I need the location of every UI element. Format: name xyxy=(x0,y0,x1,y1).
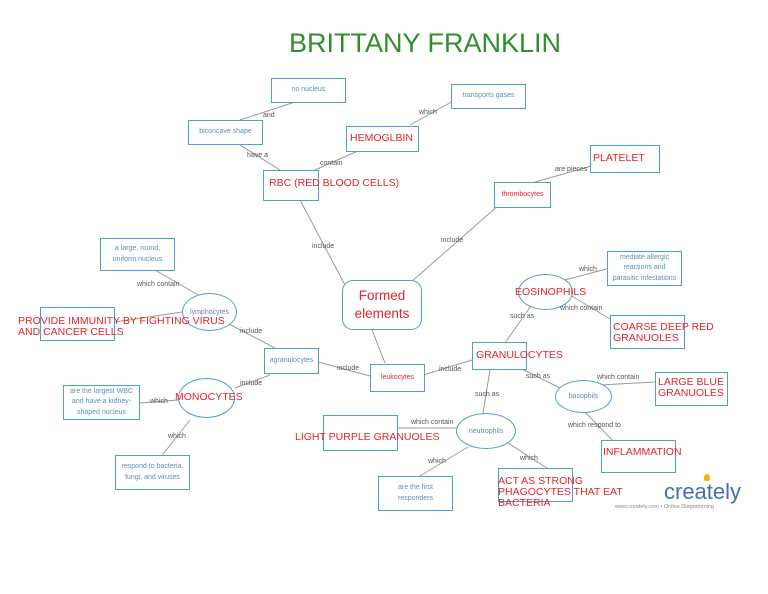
node-eosinophils[interactable] xyxy=(518,274,573,310)
link-label-which-hemoglbin: which xyxy=(419,109,437,116)
creately-logo: creately xyxy=(664,479,742,504)
line-leukocytes-granulocytes xyxy=(419,359,473,377)
line-agranulocytes-monocytes xyxy=(234,374,271,389)
node-large-blue[interactable] xyxy=(655,372,728,406)
node-monocytes[interactable] xyxy=(178,378,235,418)
line-granulocytes-basophils xyxy=(519,367,561,389)
line-neutrophils-first xyxy=(419,446,469,477)
link-label-which-mono-left: which xyxy=(150,398,168,405)
link-label-which-mono-down: which xyxy=(168,433,186,440)
node-mediate-allergic[interactable]: mediate allergic reactions and parasitic… xyxy=(607,251,682,286)
link-label-have-a: have a xyxy=(247,152,269,159)
line-eosinophils-mediate xyxy=(564,267,611,281)
link-label-include-leuko: include xyxy=(337,365,360,372)
node-basophils[interactable]: basophils xyxy=(555,380,612,413)
link-label-such-as-eosin: such as xyxy=(510,313,535,320)
line-monocytes-respond xyxy=(159,419,191,459)
node-granulocytes[interactable] xyxy=(472,342,527,370)
link-label-include-mono: include xyxy=(240,380,263,387)
line-lymphocytes-immunity xyxy=(114,311,183,323)
node-lymphocytes[interactable]: lymphocytes xyxy=(182,293,237,331)
node-coarse-deep-red[interactable] xyxy=(610,315,685,349)
line-formed-rbc xyxy=(299,199,346,286)
line-thrombocytes-platelet xyxy=(534,164,596,183)
node-thrombocytes[interactable]: thrombocytes xyxy=(494,182,551,208)
line-basophils-inflammation xyxy=(582,409,616,444)
node-no-nucleus[interactable]: no nucleus xyxy=(271,78,346,103)
link-label-which-contain-baso: which contain xyxy=(597,374,640,381)
node-platelet[interactable] xyxy=(590,145,660,173)
link-label-include-rbc: include xyxy=(312,243,335,250)
node-monocytes-label: MONOCYTES xyxy=(175,391,243,403)
link-label-which-contain-lymph: which contain xyxy=(137,281,180,288)
node-inflammation[interactable] xyxy=(601,440,676,473)
link-label-which-neutro-right: which xyxy=(520,455,538,462)
line-neutrophils-act xyxy=(507,442,551,471)
node-light-purple[interactable] xyxy=(323,415,398,451)
node-provide-immunity[interactable] xyxy=(40,307,115,341)
node-coarse-deep-red-label: COARSE DEEP RED GRANUOLES xyxy=(613,321,714,345)
node-eosinophils-label: EOSINOPHILS xyxy=(515,286,587,298)
link-label-include-lymph: include xyxy=(240,328,263,335)
line-formed-thrombocytes xyxy=(409,203,501,284)
node-transports-gases[interactable]: transports gases xyxy=(451,84,526,109)
page-title: BRITTANY FRANKLIN xyxy=(288,28,562,58)
node-largest-wbc[interactable]: are the largest WBC and have a kidney-sh… xyxy=(63,385,140,420)
line-formed-leukocytes xyxy=(371,329,386,364)
line-rbc-hemoglbin xyxy=(314,149,361,171)
line-lymphocytes-large-round xyxy=(154,269,201,297)
node-inflammation-label: INFLAMMATION xyxy=(603,446,682,458)
link-label-and: and xyxy=(263,112,275,119)
link-label-such-as-neutro: such as xyxy=(475,391,500,398)
link-label-contain: contain xyxy=(320,160,343,167)
node-first-responders[interactable]: are the first responders xyxy=(378,476,453,511)
line-hemoglbin-transports xyxy=(409,99,456,126)
node-leukocytes[interactable]: leukocytes xyxy=(370,364,425,392)
node-provide-immunity-label: PROVIDE IMMUNITY BY FIGHTING VIRUS AND C… xyxy=(18,315,225,338)
link-label-which-eosin: which xyxy=(579,266,597,273)
line-rbc-biconcave xyxy=(239,144,281,171)
link-label-which-neutro-left: which xyxy=(428,458,446,465)
node-platelet-label: PLATELET xyxy=(593,152,645,164)
line-agranulocytes-lymphocytes xyxy=(224,321,276,349)
line-biconcave-nonucleus xyxy=(239,101,296,121)
node-formed-elements[interactable]: Formed elements xyxy=(342,280,422,330)
node-large-blue-label: LARGE BLUE GRANUOLES xyxy=(658,376,724,400)
node-neutrophils[interactable]: neutrophils xyxy=(456,413,516,449)
node-large-round[interactable]: a large, round, uniform nucleus xyxy=(100,238,175,271)
line-granulocytes-neutrophils xyxy=(482,369,491,414)
link-label-such-as-baso: such as xyxy=(526,373,551,380)
node-rbc[interactable] xyxy=(263,170,319,201)
node-rbc-label: RBC (RED BLOOD CELLS) xyxy=(269,177,400,189)
link-label-which-contain-neutro: which contain xyxy=(411,419,454,426)
line-eosinophils-coarse xyxy=(569,294,616,323)
link-label-are-pieces: are pieces xyxy=(555,166,588,173)
node-agranulocytes[interactable]: agranulocytes xyxy=(264,348,319,374)
link-label-include-thrombocytes: include xyxy=(441,237,464,244)
node-hemoglbin-label: HEMOGLBIN xyxy=(350,132,414,144)
creately-tagline: www.creately.com • Online Diagramming xyxy=(615,504,715,510)
node-light-purple-label: LIGHT PURPLE GRANUOLES xyxy=(295,431,440,443)
node-act-as-strong[interactable] xyxy=(498,468,573,502)
link-label-which-respond-to: which respond to xyxy=(568,422,621,429)
line-basophils-large-blue xyxy=(599,381,656,386)
node-hemoglbin[interactable] xyxy=(346,126,419,152)
node-act-as-strong-label: ACT AS STRONG PHAGOCYTES THAT EAT BACTER… xyxy=(498,475,623,510)
line-leukocytes-agranulocytes xyxy=(317,361,371,377)
node-granulocytes-label: GRANULOCYTES xyxy=(476,349,563,361)
node-respond-bacteria[interactable]: respond to bacteria, fungi, and viruses xyxy=(115,455,190,490)
lightbulb-icon xyxy=(704,474,710,481)
link-label-which-contain-eosin: which contain xyxy=(560,305,603,312)
link-label-include-granulo: include xyxy=(439,366,462,373)
line-monocytes-largest xyxy=(139,399,179,404)
node-biconcave[interactable]: biconcave shape xyxy=(188,120,263,145)
